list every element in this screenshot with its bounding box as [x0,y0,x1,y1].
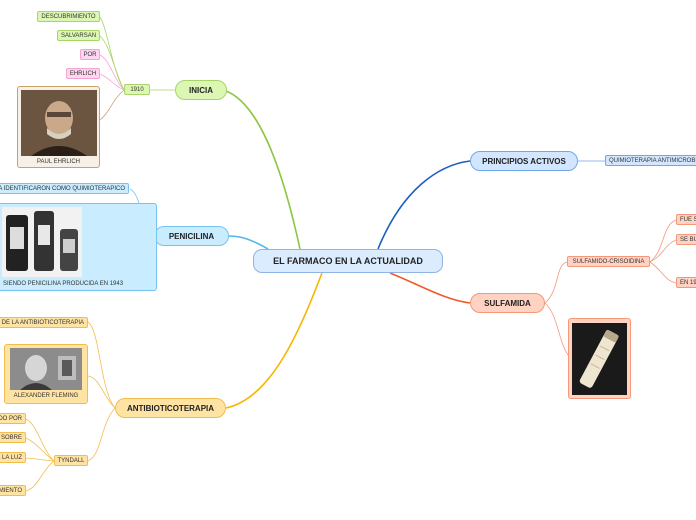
topic-penicilina[interactable]: PENICILINA [154,226,229,246]
item-s-sobre[interactable]: S SOBRE [0,432,26,443]
fleming-portrait-icon [10,348,82,390]
item-ehrlich[interactable]: EHRLICH [66,68,100,79]
topic-inicia[interactable]: INICIA [175,80,227,100]
item-miento[interactable]: MIENTO [0,485,26,496]
ehrlich-portrait-icon [21,90,97,156]
item-quimioterapia-antimicrobiana[interactable]: QUIMIOTERAPIA ANTIMICROBI [605,155,696,166]
item-do-por[interactable]: DO POR [0,413,26,424]
item-de-la-antibioticoterapia[interactable]: DE LA ANTIBIOTICOTERAPIA [0,317,88,328]
penicillin-bottles-icon [2,207,82,277]
topic-sulfamida[interactable]: SULFAMIDA [470,293,545,313]
item-salvarsan[interactable]: SALVARSAN [57,30,100,41]
ehrlich-portrait-card[interactable]: PAUL EHRLICH [17,86,100,168]
sulfamida-tube-icon [572,323,627,395]
fleming-caption: ALEXANDER FLEMING [13,393,79,399]
topic-principios-activos[interactable]: PRINCIPIOS ACTIVOS [470,151,578,171]
item-en-19[interactable]: EN 19 [676,277,696,288]
item-fue-s[interactable]: FUE S [676,214,696,225]
fleming-portrait-card[interactable]: ALEXANDER FLEMING [4,344,88,404]
item-por[interactable]: POR [80,49,100,60]
year-1910[interactable]: 1910 [124,84,150,95]
topic-antibioticoterapia[interactable]: ANTIBIOTICOTERAPIA [115,398,226,418]
penicilina-image-card[interactable]: SIENDO PENICILINA PRODUCIDA EN 1943 [0,203,157,291]
item-descubrimiento[interactable]: DESCUBRIMIENTO [37,11,100,22]
item-se-bu[interactable]: SE BU [676,234,696,245]
penicilina-caption: SIENDO PENICILINA PRODUCIDA EN 1943 [3,281,124,287]
sulfamida-image-card[interactable] [568,318,631,399]
item-e-la-luz[interactable]: E LA LUZ [0,452,26,463]
item-quimioterapico[interactable]: LA IDENTIFICARON COMO QUIMIOTERAPICO [0,183,129,194]
item-tyndall[interactable]: TYNDALL [54,455,88,466]
item-sulfamido-crisoidina[interactable]: SULFAMIDO-CRISOIDINA [567,256,650,267]
ehrlich-caption: PAUL EHRLICH [36,159,80,165]
central-topic[interactable]: EL FARMACO EN LA ACTUALIDAD [253,249,443,273]
